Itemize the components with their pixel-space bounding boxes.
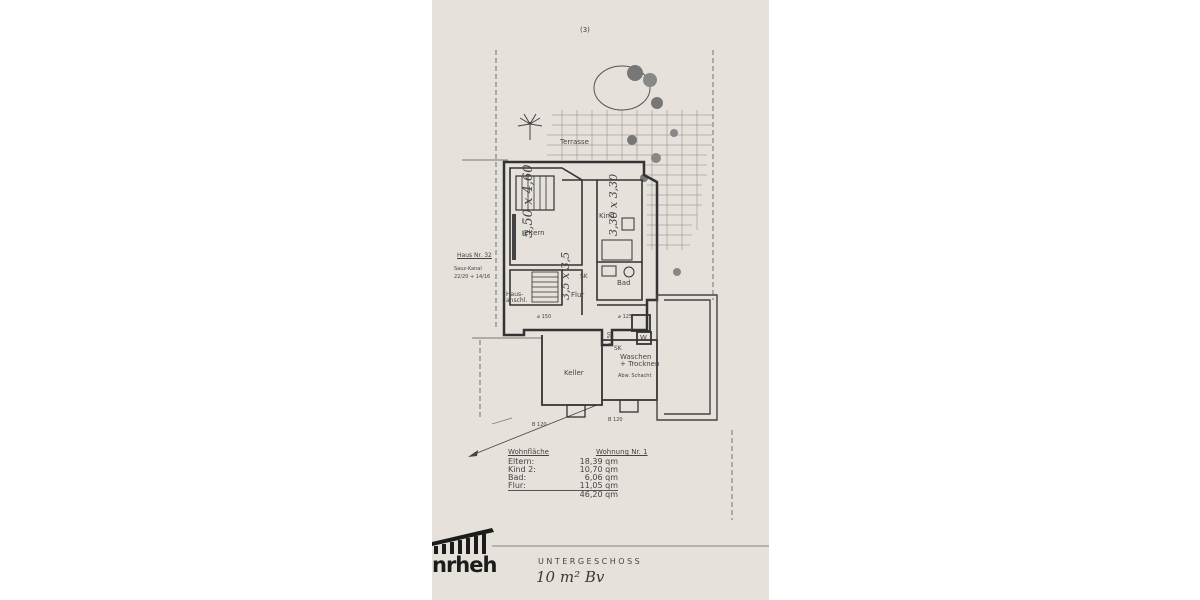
company-logo — [432, 528, 494, 554]
room-label-laundry: Waschen + Trocknen — [620, 353, 660, 368]
room-label-terrace: Terrasse — [560, 138, 589, 146]
neighbor-note-1: Sauz-Kanal — [454, 266, 482, 272]
house-number-note: Haus Nr. 32 — [457, 252, 492, 259]
dimension-parents: 5,50 x 4,60 — [521, 164, 536, 239]
label-diameter-vertical: ⌀ 150 — [607, 331, 613, 346]
room-label-child: Kind — [599, 212, 615, 220]
room-label-house-entrance: Haus- anschl. — [506, 291, 528, 304]
area-heading: Wohnfläche — [508, 448, 549, 456]
room-label-hallway: Flur — [571, 291, 585, 299]
handwritten-signature: 10 m² Bv — [536, 568, 605, 586]
area-total-row: 46,20 qm — [508, 490, 618, 499]
label-drain-shaft: Abw. Schacht — [618, 373, 652, 379]
area-row: Flur:11,05 qm — [508, 481, 618, 490]
logo-text: nrheh — [432, 553, 497, 577]
dimension-child: 3,30 x 3,30 — [607, 173, 620, 236]
floor-plan-drawing — [462, 50, 769, 547]
area-table: Eltern:18,39 qm Kind 2:10,70 qm Bad:6,06… — [508, 458, 618, 499]
label-washer: W — [640, 334, 647, 342]
plan-sheet: (3) Terrasse Eltern Kind Flur Bad Haus- … — [432, 0, 769, 600]
label-sk-2: SK — [614, 345, 622, 352]
page-number: (3) — [580, 26, 590, 34]
area-row: Kind 2:10,70 qm — [508, 465, 618, 474]
label-diameter-125: ⌀ 125 — [618, 314, 633, 320]
neighbor-note-2: 22/20 + 14/16 — [454, 274, 491, 280]
floor-label: UNTERGESCHOSS — [538, 557, 643, 566]
label-diameter-150: ⌀ 150 — [537, 314, 552, 320]
label-b120-left: B 120 — [532, 422, 547, 428]
room-label-parents: Eltern — [524, 229, 545, 237]
room-label-cellar: Keller — [564, 369, 584, 377]
area-row: Bad:6,06 qm — [508, 473, 618, 482]
apartment-label: Wohnung Nr. 1 — [596, 448, 648, 456]
area-row: Eltern:18,39 qm — [508, 457, 618, 466]
dimension-hallway: 3,5 x 3,5 — [559, 251, 572, 300]
label-b120-right: B 120 — [608, 417, 623, 423]
room-label-bath: Bad — [617, 279, 631, 287]
label-sk-1: SK — [580, 273, 588, 280]
